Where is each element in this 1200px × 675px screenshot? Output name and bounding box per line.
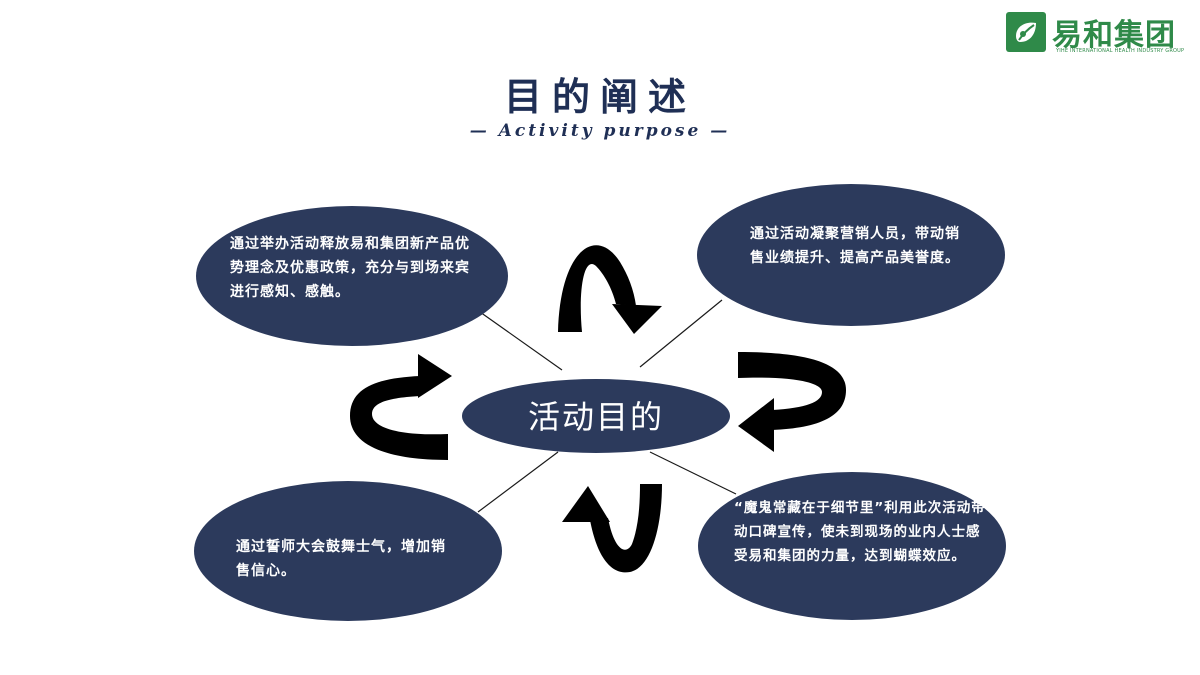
node-top-right-text: 通过活动凝聚营销人员，带动销售业绩提升、提高产品美誉度。 [750, 226, 960, 266]
connector-top-left [479, 311, 563, 371]
company-logo: 易和集团 YIHE INTERNATIONAL HEALTH INDUSTRY … [1006, 12, 1188, 56]
page-subtitle: — Activity purpose — [469, 121, 731, 141]
connector-bottom-left [477, 451, 559, 513]
center-node-text: 活动目的 [527, 398, 664, 436]
node-top-left-text: 通过举办活动释放易和集团新产品优势理念及优惠政策，充分与到场来宾进行感知、感触。 [230, 236, 470, 300]
page-title: 目的阐述 [503, 75, 696, 119]
connector-top-right [639, 299, 723, 368]
node-bottom-right-text: “魔鬼常藏在于细节里”利用此次活动带动口碑宣传，使未到现场的业内人士感受易和集团… [734, 500, 986, 564]
node-bottom-left-shape [194, 481, 502, 621]
cycle-arrow-right [738, 352, 846, 452]
cycle-arrow-left [350, 354, 452, 460]
logo-name: 易和集团 [1052, 18, 1176, 53]
node-top-left-shape [196, 206, 508, 346]
center-node-shape [462, 379, 730, 453]
node-bottom-right-shape [698, 472, 1006, 620]
leaf-logo-icon [1006, 12, 1046, 52]
node-bottom-left-text: 通过誓师大会鼓舞士气，增加销售信心。 [236, 539, 446, 579]
connector-bottom-right [649, 451, 737, 495]
cycle-arrow-bottom [562, 484, 662, 573]
cycle-arrow-top [558, 245, 662, 334]
logo-subtitle: YIHE INTERNATIONAL HEALTH INDUSTRY GROUP [1056, 48, 1185, 54]
node-top-right-shape [697, 184, 1005, 326]
